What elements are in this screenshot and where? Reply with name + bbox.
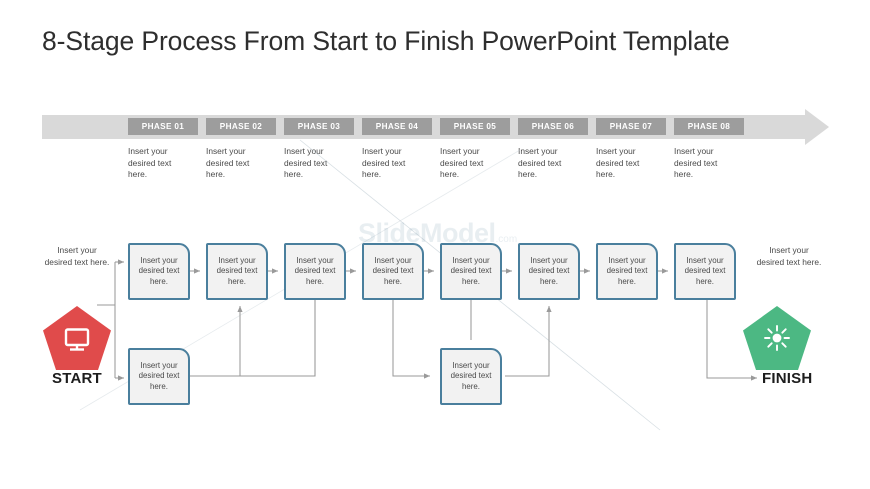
process-box-8-text: Insert your desired text here. xyxy=(684,255,726,286)
phase-note-8: Insert your desired text here. xyxy=(674,146,718,180)
page-title: 8-Stage Process From Start to Finish Pow… xyxy=(42,26,730,56)
process-box-7[interactable]: Insert your desired text here. xyxy=(596,243,658,300)
phase-badge-4[interactable]: PHASE 04 xyxy=(362,118,432,135)
banner-arrowhead-icon xyxy=(805,109,829,145)
process-box-2[interactable]: Insert your desired text here. xyxy=(206,243,268,300)
phase-note-2: Insert your desired text here. xyxy=(206,146,250,180)
lower-process-box-1-text: Insert your desired text here. xyxy=(138,360,180,391)
process-box-6-text: Insert your desired text here. xyxy=(528,255,570,286)
start-note: Insert your desired text here. xyxy=(44,245,110,267)
process-box-6[interactable]: Insert your desired text here. xyxy=(518,243,580,300)
process-box-1[interactable]: Insert your desired text here. xyxy=(128,243,190,300)
phase-note-5: Insert your desired text here. xyxy=(440,146,484,180)
process-box-2-text: Insert your desired text here. xyxy=(216,255,258,286)
lower-process-box-2-text: Insert your desired text here. xyxy=(450,360,492,391)
process-box-8[interactable]: Insert your desired text here. xyxy=(674,243,736,300)
process-box-5[interactable]: Insert your desired text here. xyxy=(440,243,502,300)
phase-badge-3[interactable]: PHASE 03 xyxy=(284,118,354,135)
process-box-3-text: Insert your desired text here. xyxy=(294,255,336,286)
process-box-1-text: Insert your desired text here. xyxy=(138,255,180,286)
start-label: START xyxy=(52,370,102,387)
phase-badge-7[interactable]: PHASE 07 xyxy=(596,118,666,135)
phase-badge-2[interactable]: PHASE 02 xyxy=(206,118,276,135)
process-box-3[interactable]: Insert your desired text here. xyxy=(284,243,346,300)
lower-process-box-1[interactable]: Insert your desired text here. xyxy=(128,348,190,405)
process-box-4-text: Insert your desired text here. xyxy=(372,255,414,286)
phase-badge-1[interactable]: PHASE 01 xyxy=(128,118,198,135)
process-box-7-text: Insert your desired text here. xyxy=(606,255,648,286)
phase-note-3: Insert your desired text here. xyxy=(284,146,328,180)
watermark-suffix: .com xyxy=(495,234,518,245)
phase-badge-8[interactable]: PHASE 08 xyxy=(674,118,744,135)
process-box-4[interactable]: Insert your desired text here. xyxy=(362,243,424,300)
finish-pentagon[interactable] xyxy=(742,305,812,371)
lower-process-box-2[interactable]: Insert your desired text here. xyxy=(440,348,502,405)
phase-note-4: Insert your desired text here. xyxy=(362,146,406,180)
finish-label: FINISH xyxy=(762,370,813,387)
phase-note-7: Insert your desired text here. xyxy=(596,146,640,180)
phase-note-6: Insert your desired text here. xyxy=(518,146,562,180)
start-pentagon[interactable] xyxy=(42,305,112,371)
phase-badge-5[interactable]: PHASE 05 xyxy=(440,118,510,135)
phase-badge-6[interactable]: PHASE 06 xyxy=(518,118,588,135)
finish-note: Insert your desired text here. xyxy=(756,245,822,267)
phase-note-1: Insert your desired text here. xyxy=(128,146,172,180)
process-box-5-text: Insert your desired text here. xyxy=(450,255,492,286)
